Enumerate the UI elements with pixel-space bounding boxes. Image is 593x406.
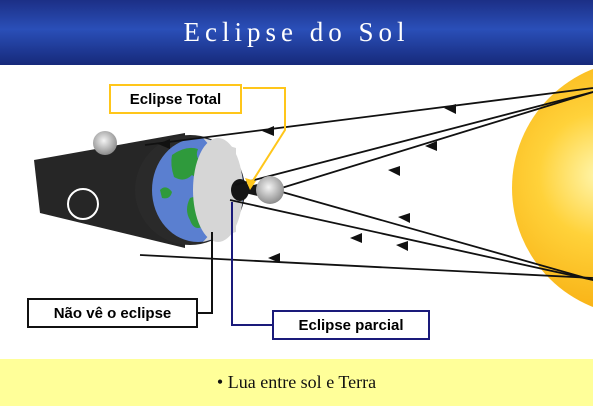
parcial-callout-line [231, 202, 272, 326]
total-callout-line [243, 87, 286, 183]
ray-arrows [158, 104, 456, 263]
bottom-bar [0, 359, 593, 406]
bullet-text: • Lua entre sol e Terra [216, 372, 377, 392]
moon [256, 176, 284, 204]
nao-ve-eclipse-label: Não vê o eclipse [27, 298, 198, 328]
title-bar [0, 0, 593, 65]
slide-title: Eclipse do Sol [183, 17, 410, 47]
eclipse-diagram [34, 68, 593, 326]
light-rays [139, 87, 593, 281]
eclipse-total-label: Eclipse Total [109, 84, 242, 114]
eclipse-parcial-label: Eclipse parcial [272, 310, 430, 340]
nao-ve-callout-line [198, 232, 213, 314]
sun [512, 68, 593, 308]
observer-circle [67, 188, 99, 220]
moon-left [93, 131, 117, 155]
